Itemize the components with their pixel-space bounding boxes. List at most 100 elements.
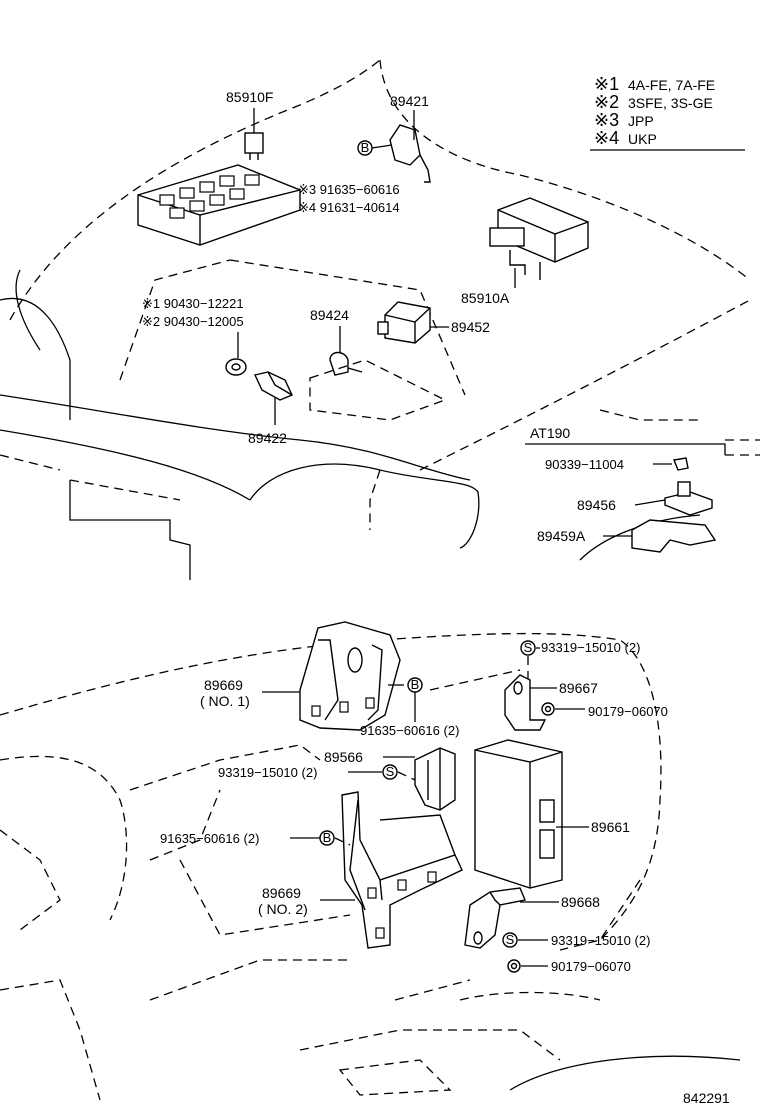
- leader-dash-d: [334, 837, 351, 846]
- label-85910A: 85910A: [461, 290, 510, 306]
- grille-dash: [69, 479, 181, 501]
- switch-89422: 89422: [248, 371, 293, 446]
- label-93319-15010-a: 93319−15010 (2): [541, 640, 640, 655]
- ecu-89661: 89661: [474, 739, 630, 889]
- label-89667: 89667: [559, 680, 598, 696]
- sensor-89424-area: [309, 359, 447, 421]
- at190-bracket: [525, 443, 726, 455]
- headlamp-outline: [249, 463, 480, 549]
- label-89421: 89421: [390, 93, 429, 109]
- module-89452: 89452: [377, 301, 490, 344]
- bolt-marker-b: B: [323, 830, 332, 845]
- legend-text-2: 3SFE, 3S-GE: [628, 95, 713, 111]
- label-90339-11004: 90339−11004: [545, 457, 624, 472]
- legend-row-2: ※2 3SFE, 3S-GE: [594, 92, 713, 112]
- dash-top-outline: [0, 632, 662, 941]
- leader-dash-a: [429, 669, 521, 691]
- right-edge-dash: [725, 439, 760, 456]
- legend-text-1: 4A-FE, 7A-FE: [628, 77, 715, 93]
- label-89456: 89456: [577, 497, 616, 513]
- dash-lower-left: [0, 979, 101, 1101]
- label-89669-no1-sub: ( NO. 1): [200, 693, 250, 709]
- fender-outline: [379, 59, 751, 281]
- nut-90179-b: 90179−06070: [507, 959, 631, 974]
- body-left-edge: [0, 297, 71, 420]
- label-93319-15010-c: 93319−15010 (2): [551, 933, 650, 948]
- washer-90430: [225, 358, 247, 376]
- sensor-89424: 89424: [309, 307, 447, 421]
- relay-block: [137, 164, 301, 246]
- screw-marker-b: S: [386, 764, 395, 779]
- dash-inner-3: [179, 859, 351, 936]
- sensor-89456: [664, 481, 713, 516]
- bracket-89459A: [631, 519, 717, 553]
- grille-edge: [69, 480, 191, 580]
- label-89669-no2: 89669: [262, 885, 301, 901]
- label-85910F: 85910F: [226, 89, 273, 105]
- label-at190: AT190: [530, 425, 570, 441]
- bumper-lower: [0, 429, 251, 501]
- label-89669-no2-sub: ( NO. 2): [258, 901, 308, 917]
- at190-group: AT190 90339−11004 89456 89459A: [525, 425, 726, 553]
- bumper-line: [0, 394, 471, 481]
- label-89566: 89566: [324, 749, 363, 765]
- dash-bottom-curve: [509, 1055, 741, 1091]
- dash-lower-mid: [149, 959, 350, 1001]
- bolt-91635-b: 91635−60616 (2) B: [160, 830, 335, 846]
- legend-mark-1: ※1: [594, 74, 619, 94]
- fastener-90339: [673, 457, 689, 471]
- leader-dash-c: [397, 771, 416, 781]
- lower-line: [579, 514, 701, 561]
- screw-93319-b: 93319−15010 (2) S: [218, 764, 398, 780]
- headlamp-dash: [369, 469, 381, 530]
- dashboard-outline: [0, 632, 741, 1101]
- dash-lower-right: [459, 991, 601, 1001]
- console-box: [338, 1059, 452, 1096]
- label-91635-60616-a: 91635−60616 (2): [360, 723, 459, 738]
- console-dash: [299, 1029, 561, 1061]
- dash-inner-1: [129, 744, 321, 791]
- label-90430-12221: ※1 90430−12221: [142, 296, 244, 311]
- label-89668: 89668: [561, 894, 600, 910]
- relay-85910F: 85910F: [226, 89, 273, 160]
- leader-89456: [634, 499, 666, 506]
- label-90179-06070-b: 90179−06070: [551, 959, 631, 974]
- label-90430-12005: ※2 90430−12005: [142, 314, 244, 329]
- label-89424: 89424: [310, 307, 349, 323]
- screw-93319-a: S 93319−15010 (2): [520, 640, 640, 656]
- label-91631-40614-ukp: ※4 91631−40614: [298, 200, 400, 215]
- dash-inner-2: [149, 789, 221, 861]
- bolt-marker-89421: B: [361, 140, 370, 155]
- inner-fender-dash: [419, 299, 751, 471]
- dash-inner-4: [394, 979, 471, 1001]
- legend-row-3: ※3 JPP: [594, 110, 654, 130]
- screw-marker-a: S: [524, 640, 533, 655]
- label-89422: 89422: [248, 430, 287, 446]
- engine-dash-left: [119, 259, 231, 381]
- bolt-91635-a: B 91635−60616 (2): [360, 677, 459, 738]
- label-89452: 89452: [451, 319, 490, 335]
- relay-85910A: 85910A: [461, 197, 589, 306]
- dash-left-curve: [0, 755, 128, 921]
- label-91635-60616-b: 91635−60616 (2): [160, 831, 259, 846]
- nut-90179-a: 90179−06070: [541, 702, 668, 719]
- label-89661: 89661: [591, 819, 630, 835]
- sensor-89421: B 89421: [357, 93, 431, 183]
- bolt-marker-a: B: [411, 677, 420, 692]
- engine-bay-outline: [0, 59, 760, 580]
- engine-dash-right: [229, 259, 466, 396]
- legend-text-4: UKP: [628, 131, 657, 147]
- legend-mark-4: ※4: [594, 128, 619, 148]
- legend-mark-3: ※3: [594, 110, 619, 130]
- bumper-dash: [0, 454, 61, 471]
- bracket-89667: 89667: [504, 674, 598, 731]
- screw-marker-c: S: [506, 932, 515, 947]
- figure-number: 842291: [683, 1090, 730, 1106]
- screw-93319-c: S 93319−15010 (2): [502, 932, 650, 948]
- label-89459A: 89459A: [537, 528, 586, 544]
- bracket-89668: 89668: [464, 887, 600, 949]
- bracket-89566: 89566: [324, 747, 456, 811]
- label-91635-60616-jpp: ※3 91635−60616: [298, 182, 400, 197]
- label-89669-no1: 89669: [204, 677, 243, 693]
